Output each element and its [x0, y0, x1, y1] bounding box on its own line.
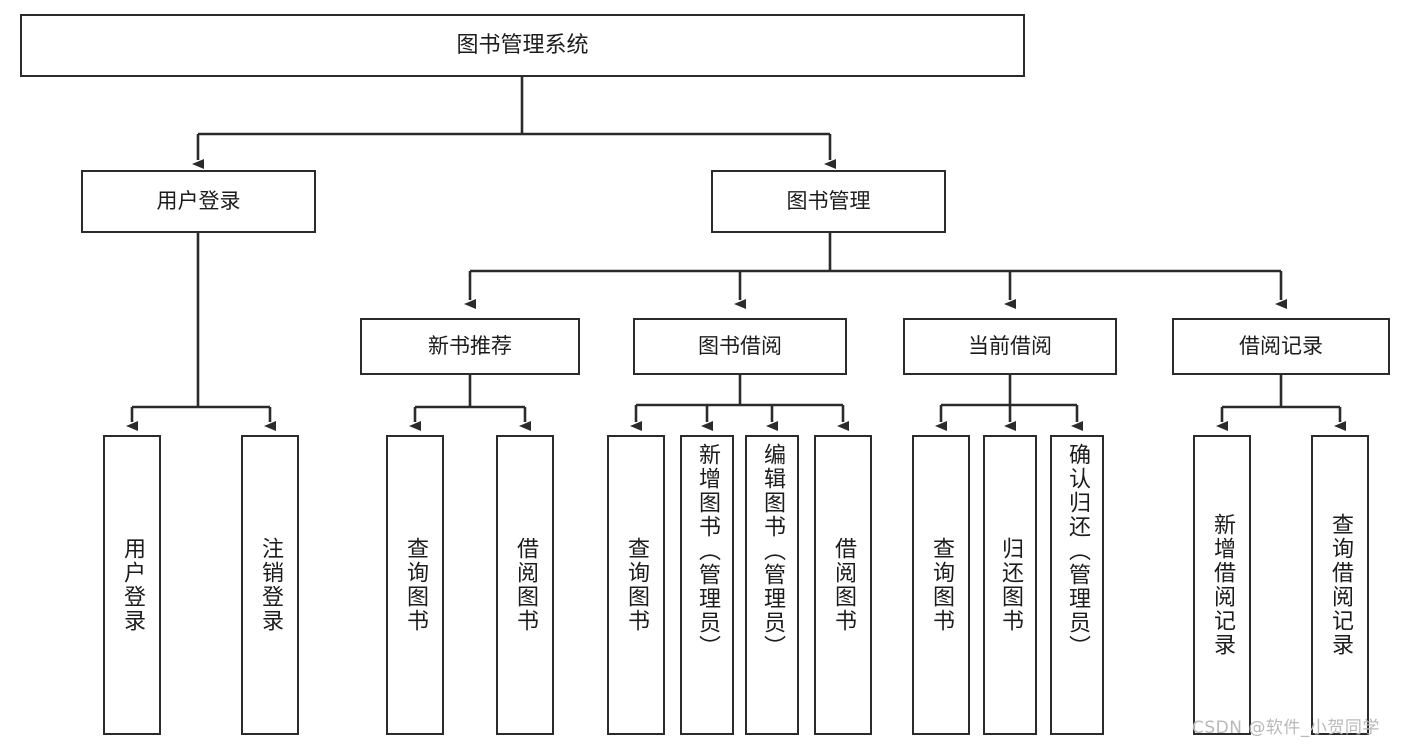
node-leaf-query-record-label: 查询借阅记录: [1328, 513, 1353, 657]
node-leaf-edit-book-label: 编辑图书（管理员）: [760, 443, 785, 659]
node-user-login[interactable]: 用户登录: [81, 170, 316, 233]
node-root[interactable]: 图书管理系统: [20, 14, 1025, 77]
node-book-management-label: 图书管理: [786, 189, 871, 214]
node-leaf-query-record[interactable]: 查询借阅记录: [1311, 435, 1369, 735]
node-leaf-add-book-label: 新增图书（管理员）: [695, 443, 720, 659]
node-leaf-edit-book[interactable]: 编辑图书（管理员）: [745, 435, 799, 735]
node-leaf-borrow-book-1-label: 借阅图书: [513, 537, 538, 633]
node-leaf-add-record[interactable]: 新增借阅记录: [1193, 435, 1251, 735]
node-leaf-query-book-1-label: 查询图书: [403, 537, 428, 633]
node-leaf-borrow-book-2[interactable]: 借阅图书: [814, 435, 872, 735]
node-leaf-logout-login[interactable]: 注销登录: [241, 435, 299, 735]
node-leaf-return-book[interactable]: 归还图书: [983, 435, 1037, 735]
node-leaf-confirm-return[interactable]: 确认归还（管理员）: [1050, 435, 1104, 735]
node-book-borrow[interactable]: 图书借阅: [633, 318, 847, 375]
node-leaf-borrow-book-1[interactable]: 借阅图书: [496, 435, 554, 735]
node-borrow-record-label: 借阅记录: [1239, 334, 1323, 359]
node-leaf-user-login[interactable]: 用户登录: [103, 435, 161, 735]
node-book-borrow-label: 图书借阅: [698, 334, 782, 359]
node-leaf-query-book-2-label: 查询图书: [624, 537, 649, 633]
watermark-csdn: CSDN @软件_小贺同学: [1192, 718, 1380, 738]
node-leaf-query-book-3[interactable]: 查询图书: [912, 435, 970, 735]
node-current-borrow[interactable]: 当前借阅: [903, 318, 1117, 375]
node-leaf-borrow-book-2-label: 借阅图书: [831, 537, 856, 633]
node-leaf-return-book-label: 归还图书: [998, 537, 1023, 633]
node-book-management[interactable]: 图书管理: [711, 170, 946, 233]
node-user-login-label: 用户登录: [156, 189, 241, 214]
node-leaf-query-book-3-label: 查询图书: [929, 537, 954, 633]
node-new-book-recommend-label: 新书推荐: [428, 334, 512, 359]
node-leaf-add-record-label: 新增借阅记录: [1210, 513, 1235, 657]
node-leaf-logout-login-label: 注销登录: [258, 537, 283, 633]
node-leaf-add-book[interactable]: 新增图书（管理员）: [680, 435, 734, 735]
node-leaf-user-login-label: 用户登录: [120, 537, 145, 633]
node-current-borrow-label: 当前借阅: [968, 334, 1052, 359]
node-root-label: 图书管理系统: [456, 32, 589, 58]
node-leaf-query-book-1[interactable]: 查询图书: [386, 435, 444, 735]
node-new-book-recommend[interactable]: 新书推荐: [360, 318, 580, 375]
node-leaf-query-book-2[interactable]: 查询图书: [607, 435, 665, 735]
node-borrow-record[interactable]: 借阅记录: [1172, 318, 1390, 375]
node-leaf-confirm-return-label: 确认归还（管理员）: [1065, 443, 1090, 659]
